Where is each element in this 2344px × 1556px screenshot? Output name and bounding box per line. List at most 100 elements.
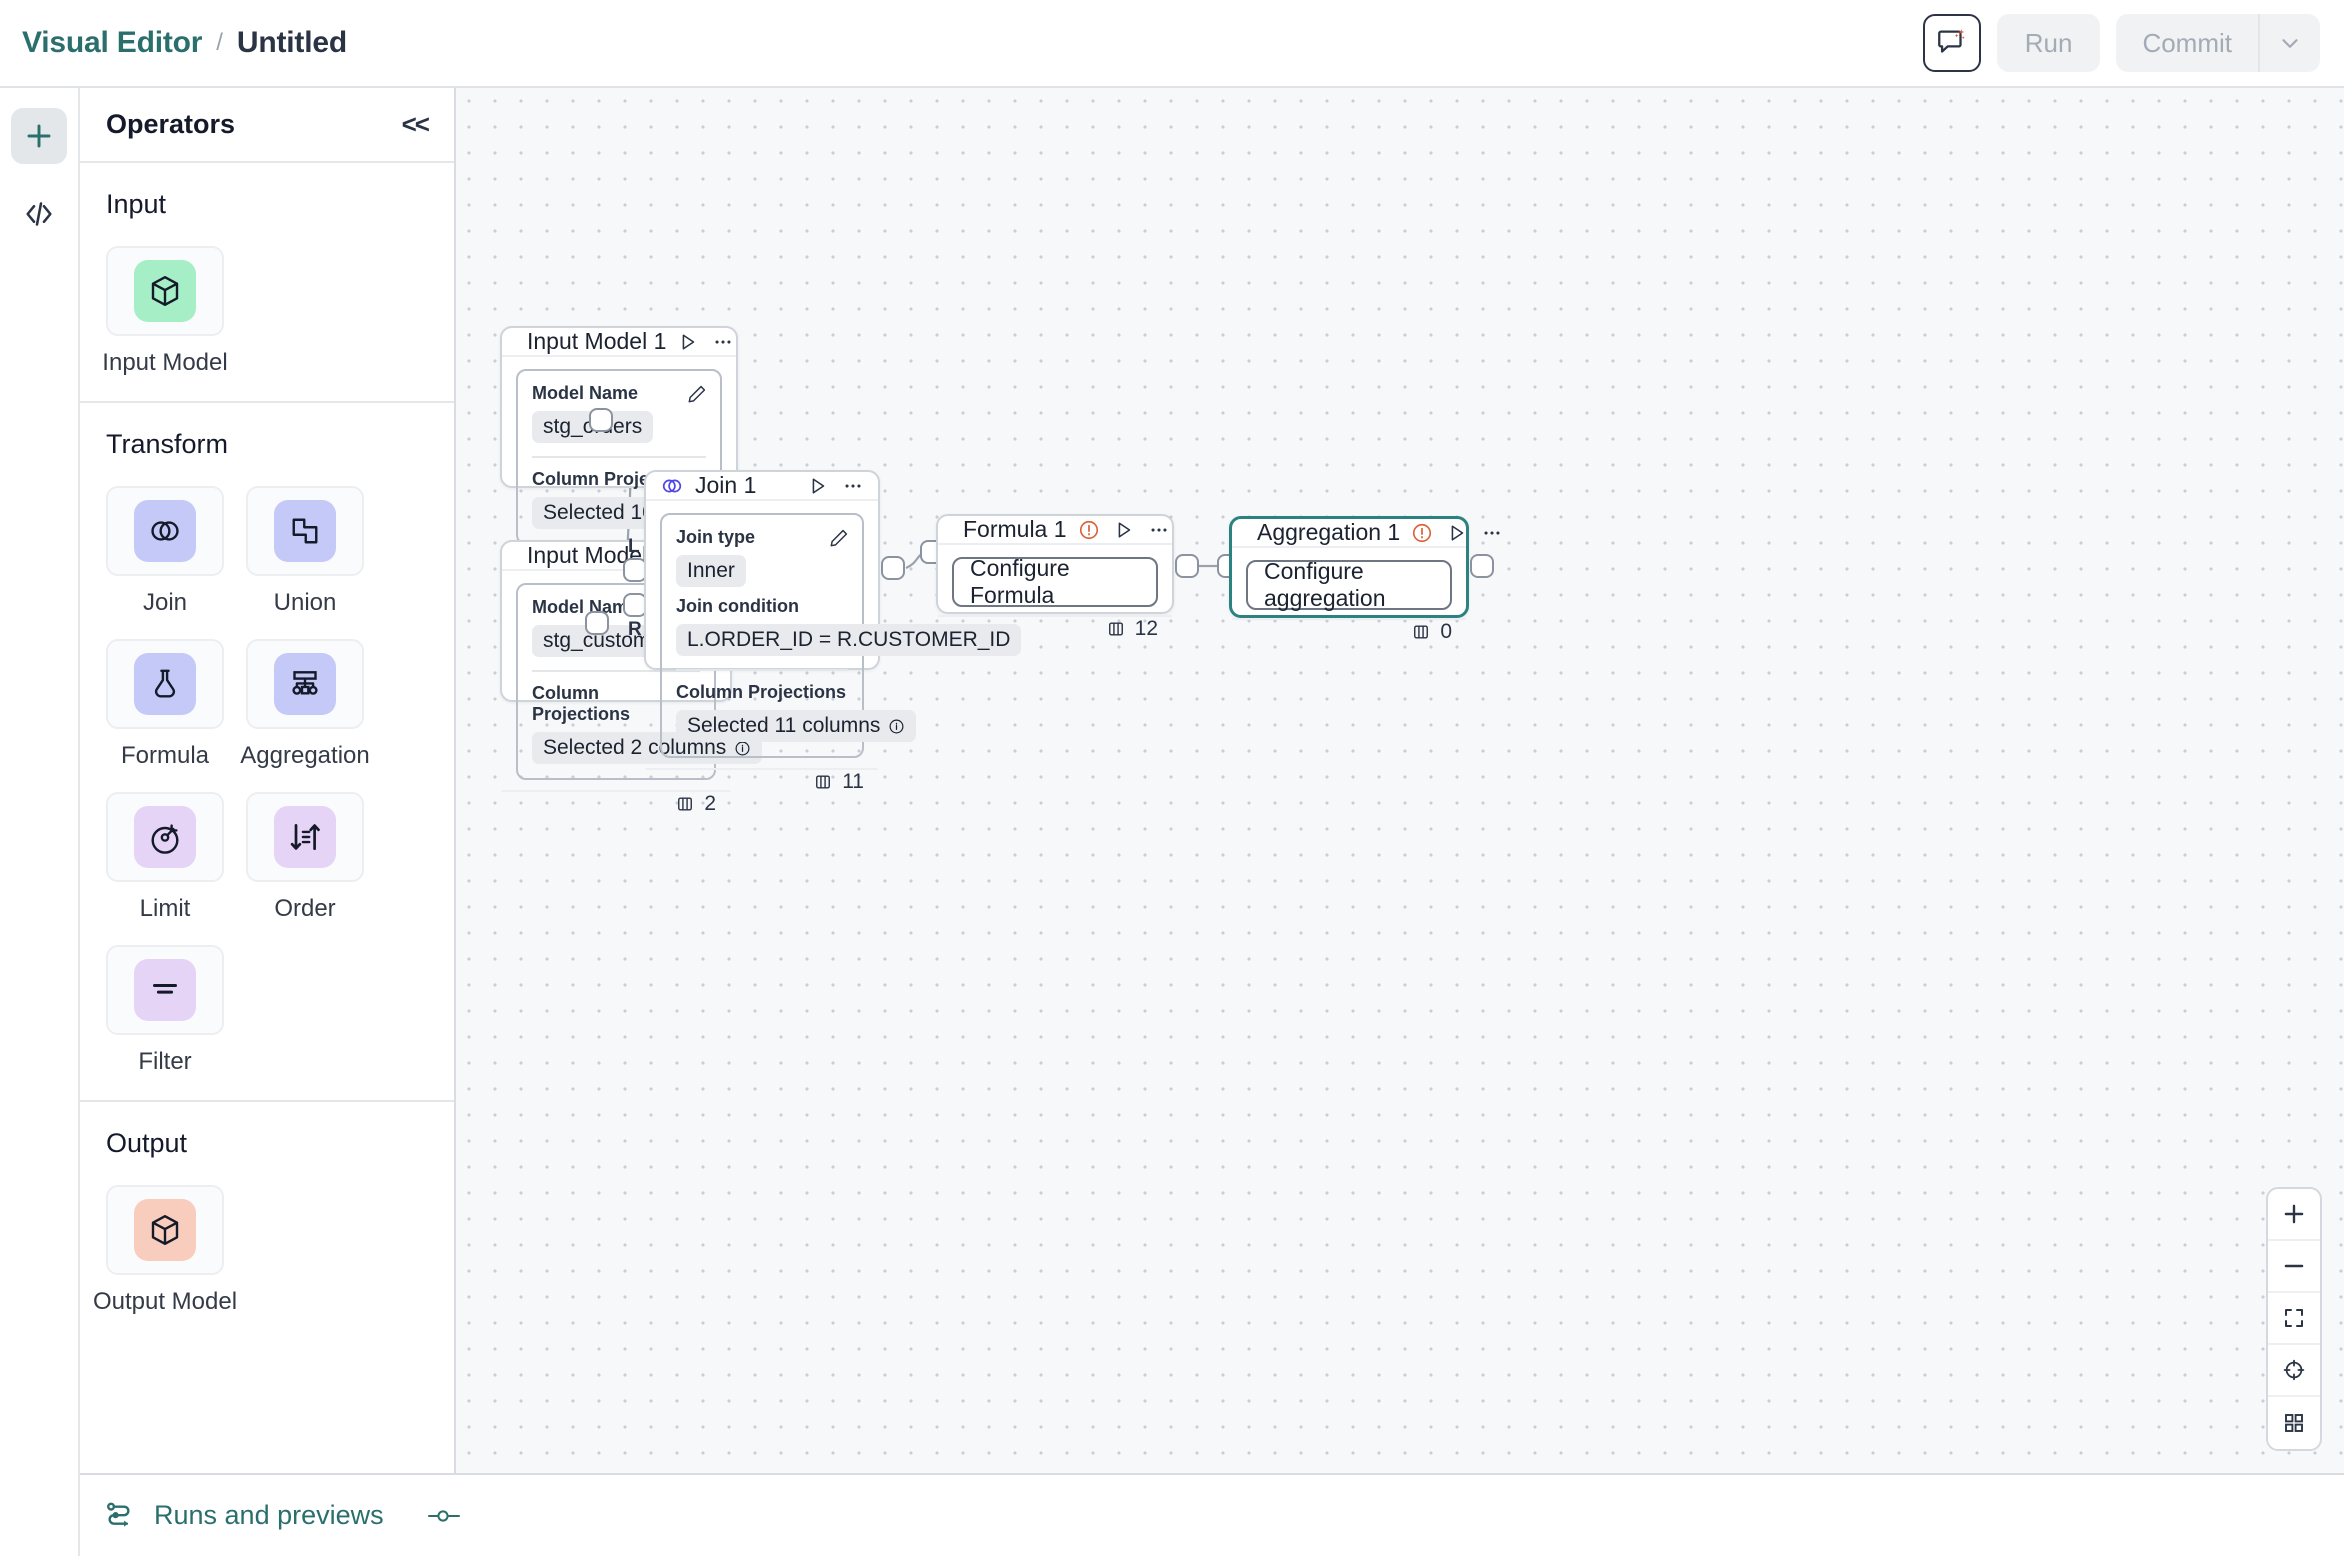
code-view-button[interactable] xyxy=(11,186,67,242)
columns-icon xyxy=(1414,625,1429,639)
warning-icon[interactable] xyxy=(1078,519,1100,541)
top-bar-actions: Run Commit xyxy=(1922,14,2320,72)
plus-icon xyxy=(2284,1204,2304,1224)
operator-output-model[interactable]: Output Model xyxy=(93,1185,237,1316)
zoom-out-button[interactable] xyxy=(2268,1241,2320,1293)
configure-formula-button[interactable]: Configure Formula xyxy=(952,555,1158,608)
node-header: Input Model 1 xyxy=(502,328,736,357)
operator-group-transform: Transform Join Union xyxy=(80,403,454,1102)
operators-panel-title: Operators xyxy=(106,109,236,139)
node-header: Formula 1 xyxy=(938,516,1172,545)
operator-limit[interactable]: Limit xyxy=(106,792,224,923)
operator-order[interactable]: Order xyxy=(246,792,364,923)
operator-aggregation[interactable]: Aggregation xyxy=(240,639,370,770)
flow-canvas[interactable]: Input Model 1 Model Name stg_orders xyxy=(456,88,2344,1473)
node-footer: 2 xyxy=(502,790,730,816)
operator-label: Join xyxy=(142,589,188,616)
add-node-button[interactable] xyxy=(11,108,67,164)
group-title-transform: Transform xyxy=(106,429,229,459)
breadcrumb: Visual Editor / Untitled xyxy=(22,26,347,60)
venn-circles-icon xyxy=(662,479,682,492)
more-options-icon[interactable] xyxy=(1481,522,1503,544)
field-value[interactable]: Inner xyxy=(676,555,746,587)
toggle-minimap-button[interactable] xyxy=(2268,1397,2320,1449)
port-output-input-model-1[interactable] xyxy=(589,408,613,432)
center-view-button[interactable] xyxy=(2268,1345,2320,1397)
column-count: 2 xyxy=(704,792,716,815)
run-node-icon[interactable] xyxy=(1446,522,1468,544)
minus-icon xyxy=(2284,1264,2304,1268)
operator-label: Formula xyxy=(120,742,210,769)
field-label: Column Projections xyxy=(532,683,631,724)
node-footer: 11 xyxy=(646,768,878,794)
edit-pencil-icon[interactable] xyxy=(686,383,708,410)
operator-label: Union xyxy=(273,589,337,616)
operator-union[interactable]: Union xyxy=(246,486,364,617)
operators-panel: Operators << Input Input Model Transform xyxy=(80,88,456,1473)
field-label: Model Name xyxy=(532,383,639,403)
field-label: Model Name xyxy=(532,597,639,617)
node-formula-1[interactable]: Formula 1 Configure Formula xyxy=(936,514,1174,640)
operator-filter[interactable]: Filter xyxy=(106,945,224,1076)
chevron-down-icon[interactable] xyxy=(2260,14,2320,72)
node-title: Aggregation 1 xyxy=(1257,519,1401,545)
column-count: 11 xyxy=(842,770,864,793)
node-title: Input Model 1 xyxy=(527,328,667,354)
field-divider xyxy=(532,670,700,672)
slider-handle-icon[interactable] xyxy=(426,1503,462,1529)
edit-pencil-icon[interactable] xyxy=(828,527,850,554)
operator-label: Output Model xyxy=(92,1288,238,1315)
info-icon[interactable] xyxy=(888,718,905,735)
breadcrumb-root-link[interactable]: Visual Editor xyxy=(22,26,203,59)
field-value[interactable]: Selected 11 columns xyxy=(676,710,917,742)
more-options-icon[interactable] xyxy=(842,475,864,497)
operator-join[interactable]: Join xyxy=(106,486,224,617)
configure-aggregation-button[interactable]: Configure aggregation xyxy=(1246,558,1452,611)
field-label: Join condition xyxy=(676,596,799,616)
warning-icon[interactable] xyxy=(1411,522,1433,544)
filter-lines-icon xyxy=(153,984,177,994)
columns-icon xyxy=(678,797,693,811)
run-node-icon[interactable] xyxy=(1113,519,1135,541)
group-title-output: Output xyxy=(106,1128,188,1158)
plus-icon xyxy=(27,124,51,148)
fit-view-button[interactable] xyxy=(2268,1293,2320,1345)
group-title-input: Input xyxy=(106,189,167,219)
field-value[interactable]: L.ORDER_ID = R.CUSTOMER_ID xyxy=(676,624,1022,656)
runs-previews-icon xyxy=(107,1502,130,1527)
more-options-icon[interactable] xyxy=(712,331,734,353)
commit-button-group: Commit xyxy=(2116,14,2320,72)
port-output-formula-1[interactable] xyxy=(1175,554,1199,578)
runs-previews-label[interactable]: Runs and previews xyxy=(154,1500,384,1530)
field-label: Column Projections xyxy=(676,682,847,702)
limit-icon xyxy=(151,824,179,854)
run-node-icon[interactable] xyxy=(807,475,829,497)
operator-formula[interactable]: Formula xyxy=(106,639,224,770)
operator-group-input: Input Input Model xyxy=(80,163,454,403)
canvas-controls xyxy=(2266,1187,2322,1451)
operator-label: Order xyxy=(274,895,336,922)
port-output-aggregation-1[interactable] xyxy=(1470,554,1494,578)
node-join-1[interactable]: Join 1 Join type Inner Join condit xyxy=(644,470,1022,793)
operator-input-model[interactable]: Input Model xyxy=(102,246,228,377)
run-node-icon[interactable] xyxy=(677,331,699,353)
port-output-join-1[interactable] xyxy=(881,556,905,580)
zoom-in-button[interactable] xyxy=(2268,1189,2320,1241)
node-input-model-1[interactable]: Input Model 1 Model Name stg_orders xyxy=(500,326,774,580)
columns-icon xyxy=(1108,622,1123,636)
ai-chat-sparkle-icon[interactable] xyxy=(1922,14,1981,72)
collapse-panel-button[interactable]: << xyxy=(401,109,430,139)
operator-label: Filter xyxy=(138,1048,192,1075)
node-header: Aggregation 1 xyxy=(1232,519,1500,548)
page-title[interactable]: Untitled xyxy=(236,26,347,59)
operator-label: Input Model xyxy=(102,349,228,376)
field-value-text: Selected 11 columns xyxy=(687,714,881,737)
node-footer: 12 xyxy=(938,615,1172,641)
more-options-icon[interactable] xyxy=(1148,519,1170,541)
port-output-input-model-2[interactable] xyxy=(585,611,609,635)
commit-button[interactable]: Commit xyxy=(2116,14,2260,72)
node-config-box[interactable]: Join type Inner Join condition L.ORDER_I… xyxy=(660,513,1022,758)
port-label-right: R xyxy=(628,619,642,640)
node-aggregation-1[interactable]: Aggregation 1 Configure aggregation xyxy=(1229,516,1500,643)
run-button[interactable]: Run xyxy=(1996,14,2101,72)
